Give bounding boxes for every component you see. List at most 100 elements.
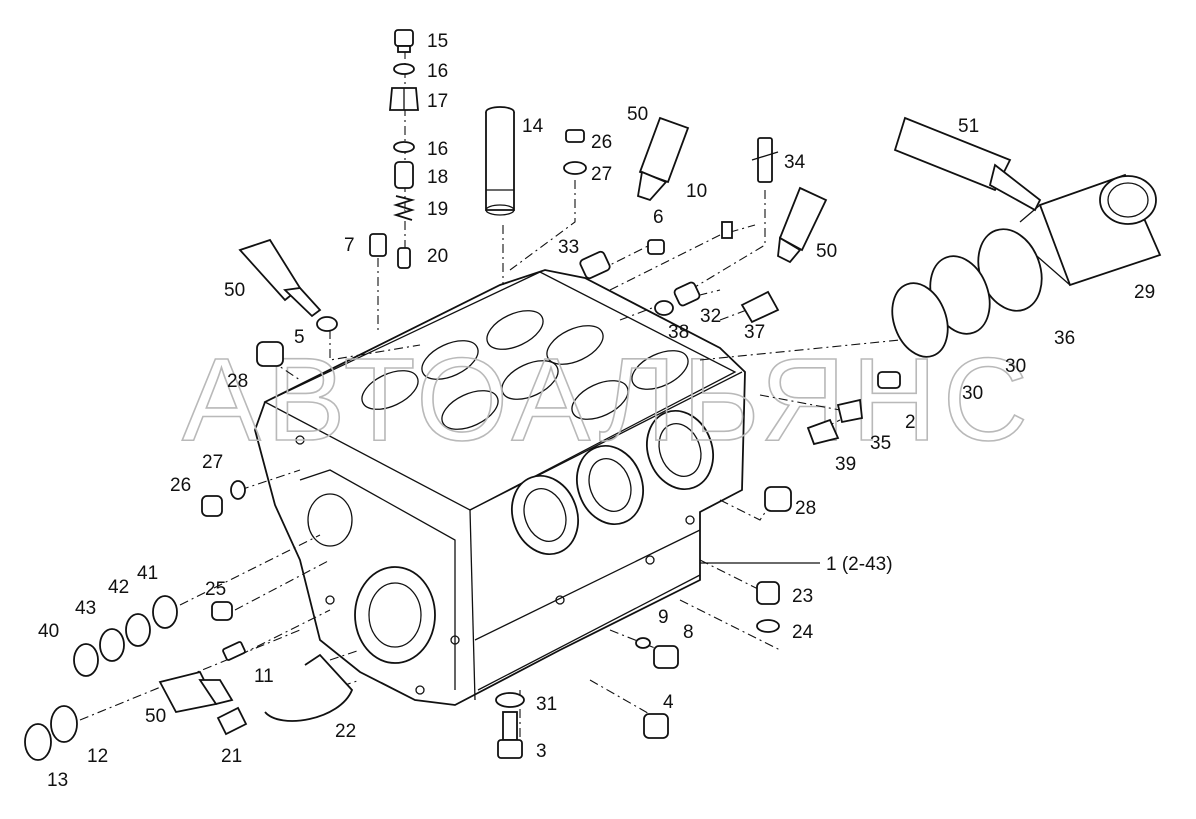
part-40-ring	[73, 643, 99, 677]
part-26-plug-2	[201, 495, 223, 517]
part-8-plug	[653, 645, 679, 669]
callout-42: 42	[108, 577, 129, 598]
part-37-nozzle	[740, 290, 780, 324]
callout-5: 5	[294, 327, 305, 348]
part-17-nut	[389, 87, 419, 111]
part-50-sealant-tube-c	[238, 238, 322, 318]
part-29-liner	[1019, 173, 1162, 287]
callout-26-left: 26	[170, 475, 191, 496]
callout-28-left: 28	[227, 371, 248, 392]
callout-25: 25	[205, 579, 226, 600]
callout-labels: 15 16 17 16 18 19 20 7 14 26 27 50 34 10…	[38, 31, 1155, 791]
part-27-washer	[563, 161, 587, 175]
part-51-tool	[893, 116, 1042, 212]
callout-10: 10	[686, 181, 707, 202]
part-6-dowel	[647, 239, 665, 255]
part-3-bolt	[497, 711, 523, 759]
part-50-sealant-tube-d	[158, 670, 234, 714]
callout-20: 20	[427, 246, 448, 267]
part-31-washer	[495, 692, 525, 708]
callout-34: 34	[784, 152, 806, 173]
part-4-plug	[643, 713, 669, 739]
callout-30-b: 30	[962, 383, 983, 404]
part-11-pin	[222, 641, 246, 661]
callout-13: 13	[47, 770, 68, 791]
callout-21: 21	[221, 746, 242, 767]
callout-29: 29	[1134, 282, 1155, 303]
callout-40: 40	[38, 621, 59, 642]
callout-36: 36	[1054, 328, 1075, 349]
part-15-plug	[394, 29, 414, 53]
callout-24: 24	[792, 622, 814, 643]
part-35-clip	[836, 398, 863, 424]
engine-block	[254, 269, 746, 706]
part-21-fitting	[216, 706, 248, 736]
part-2-pin	[877, 371, 901, 389]
callout-33: 33	[558, 237, 579, 258]
callout-6: 6	[653, 207, 664, 228]
part-38-washer	[654, 300, 674, 316]
callout-26-top: 26	[591, 132, 612, 153]
part-24-washer	[756, 619, 780, 633]
watermark: АВТОАЛЬЯНС	[182, 334, 1034, 466]
part-28-sleeve-2	[764, 486, 792, 512]
callout-17: 17	[427, 91, 448, 112]
callout-1: 1 (2-43)	[826, 554, 893, 575]
callout-35: 35	[870, 433, 891, 454]
part-27-washer-2	[230, 480, 246, 500]
callout-23: 23	[792, 586, 813, 607]
callout-50-bottom: 50	[145, 706, 166, 727]
part-32-plug	[673, 281, 701, 307]
part-34-pin	[751, 137, 779, 183]
callout-18: 18	[427, 167, 448, 188]
callout-50-top: 50	[627, 104, 648, 125]
callout-15: 15	[427, 31, 448, 52]
callout-28-right: 28	[795, 498, 816, 519]
callout-9: 9	[658, 607, 669, 628]
callout-11: 11	[254, 666, 274, 687]
callout-8: 8	[683, 622, 694, 643]
callout-19: 19	[427, 199, 448, 220]
callout-31: 31	[536, 694, 557, 715]
callout-37: 37	[744, 322, 765, 343]
part-25-plug	[211, 601, 233, 621]
part-20-pin	[397, 247, 411, 269]
callout-2: 2	[905, 412, 916, 433]
part-7-sleeve	[369, 233, 387, 257]
callout-32: 32	[700, 306, 721, 327]
part-23-plug	[756, 581, 780, 605]
part-16-ring-2	[393, 141, 415, 153]
part-43-ring	[99, 628, 125, 662]
callout-16: 16	[427, 61, 448, 82]
part-13-ring	[24, 723, 52, 761]
callout-27-left: 27	[202, 452, 223, 473]
callout-7: 7	[344, 235, 355, 256]
callout-22: 22	[335, 721, 356, 742]
part-16-ring	[393, 63, 415, 75]
part-5-washer	[316, 316, 338, 332]
callout-50-right: 50	[816, 241, 837, 262]
part-28-sleeve	[256, 341, 284, 367]
callout-38: 38	[668, 322, 689, 343]
part-12-ring	[50, 705, 78, 743]
callout-12: 12	[87, 746, 108, 767]
callout-3: 3	[536, 741, 547, 762]
part-50-sealant-tube-a	[636, 116, 690, 202]
part-14-tube	[485, 106, 515, 216]
callout-41: 41	[137, 563, 158, 584]
callout-50-left: 50	[224, 280, 245, 301]
callout-27-top: 27	[591, 164, 612, 185]
callout-39: 39	[835, 454, 856, 475]
callout-4: 4	[663, 692, 674, 713]
part-41-ring	[152, 595, 178, 629]
callout-16-second: 16	[427, 139, 448, 160]
part-33-plug	[579, 250, 611, 280]
part-18-cap	[394, 161, 414, 189]
callout-30-a: 30	[1005, 356, 1026, 377]
callout-43: 43	[75, 598, 96, 619]
callout-51: 51	[958, 116, 979, 137]
part-10-pin	[721, 221, 733, 239]
part-50-sealant-tube-b	[777, 186, 828, 264]
part-30-o-ring-b	[891, 282, 949, 358]
